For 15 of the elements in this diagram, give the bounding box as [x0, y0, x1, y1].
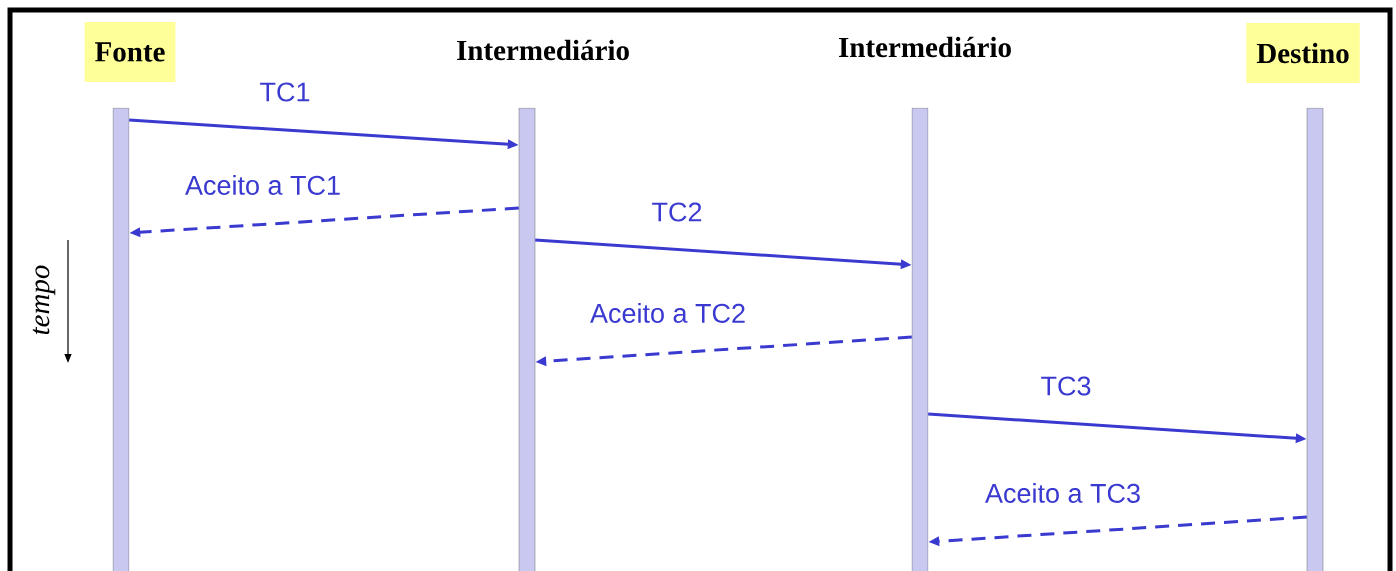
lifeline-bar [112, 108, 130, 571]
header-box: Destino [1246, 23, 1360, 83]
edge-label: Aceito a TC2 [590, 303, 745, 323]
lifeline-bar [518, 108, 536, 571]
header-text: Intermediário [457, 39, 629, 61]
axis-label: tempo [32, 265, 56, 335]
edge-label: TC3 [1041, 376, 1091, 396]
lifeline-bar [1306, 108, 1324, 571]
header-box: Fonte [84, 22, 176, 82]
lifeline-bar [911, 108, 929, 571]
edge-label: TC1 [260, 82, 310, 102]
edge-label: TC2 [652, 202, 702, 222]
edge-label: Aceito a TC1 [185, 175, 340, 195]
edge-label: Aceito a TC3 [985, 483, 1140, 503]
header-text: Intermediário [839, 36, 1011, 58]
